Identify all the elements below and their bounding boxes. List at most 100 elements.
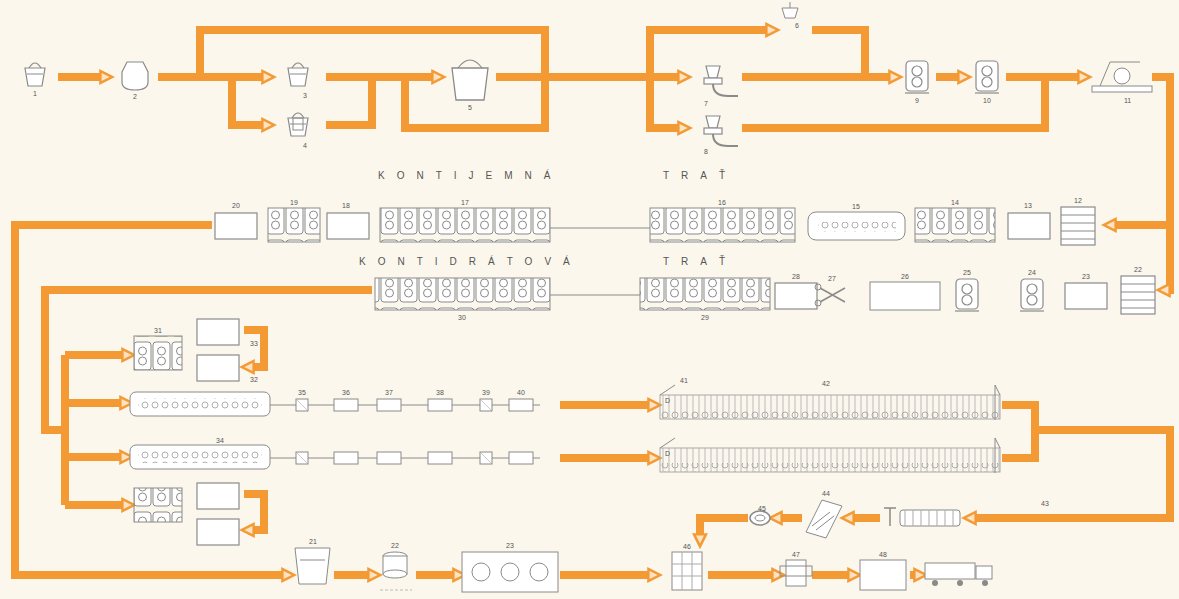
drawing-stroke: [270, 405, 540, 406]
drawing-stroke: [982, 580, 988, 586]
callout-number: 9: [915, 97, 919, 105]
drawing-stroke: [197, 319, 239, 345]
drawing-stroke: [742, 77, 1045, 128]
drawing-stroke: [860, 560, 906, 590]
drawing-stroke: [815, 300, 821, 306]
drawing-stroke: [660, 395, 1000, 419]
callout-number: 29: [701, 314, 709, 322]
drawing-stroke: [158, 73, 266, 81]
drawing-stroke: [200, 30, 545, 77]
drawing-stroke: [672, 552, 702, 590]
drawing-stroke: [957, 580, 963, 586]
callout-number: 8: [704, 148, 708, 156]
drawing-stroke: [1121, 276, 1155, 314]
callout-number: 42: [822, 380, 830, 388]
drawing-stroke: [452, 68, 488, 100]
drawing-stroke: [138, 451, 262, 463]
callout-number: 32: [250, 376, 258, 384]
drawing-stroke: [1002, 405, 1035, 458]
drawing-stroke: [58, 73, 104, 81]
drawing-stroke: [1061, 207, 1095, 245]
callout-number: 17: [461, 199, 469, 207]
drawing-stroke: [25, 63, 45, 86]
drawing-stroke: [296, 399, 308, 411]
drawing-stroke: [650, 77, 682, 128]
drawing-stroke: [383, 570, 407, 578]
drawing-stroke: [786, 560, 806, 586]
drawing-stroke: [334, 571, 372, 579]
drawing-stroke: [130, 445, 270, 469]
callout-number: 38: [436, 389, 444, 397]
callout-number: 36: [342, 389, 350, 397]
drawing-stroke: [650, 208, 795, 242]
drawing-stroke: [704, 66, 738, 96]
drawing-stroke: [560, 401, 652, 409]
drawing-stroke: [134, 336, 182, 370]
drawing-stroke: [915, 208, 995, 242]
drawing-stroke: [820, 288, 845, 302]
callout-number: 25: [963, 269, 971, 277]
drawing-stroke: [808, 212, 905, 240]
drawing-stroke: [905, 61, 929, 93]
drawing-stroke: [975, 61, 999, 93]
callout-number: 10: [983, 97, 991, 105]
callout-number: 3: [303, 92, 307, 100]
line-title: TRAŤ: [663, 170, 737, 182]
drawing-stroke: [197, 519, 239, 545]
drawing-stroke: [496, 73, 682, 81]
callout-number: 5: [468, 104, 472, 112]
drawing-stroke: [775, 283, 817, 309]
drawing-stroke: [560, 571, 652, 579]
drawing-stroke: [972, 430, 1170, 518]
drawing-stroke: [15, 225, 286, 575]
callout-number: 13: [1024, 202, 1032, 210]
drawing-stroke: [900, 510, 960, 526]
drawing-stroke: [138, 398, 262, 410]
callout-number: 28: [792, 273, 800, 281]
callout-number: 47: [792, 551, 800, 559]
line-title: TRAŤ: [663, 256, 737, 268]
drawing-stroke: [197, 355, 239, 381]
drawing-stroke: [327, 213, 369, 239]
callout-number: 16: [718, 199, 726, 207]
drawing-stroke: [377, 452, 401, 464]
callout-number: 22: [1134, 266, 1142, 274]
callout-number: 43: [1041, 500, 1049, 508]
drawing-stroke: [296, 452, 308, 464]
drawing-stroke: [704, 116, 738, 146]
callout-number: 37: [385, 389, 393, 397]
drawing-stroke: [480, 452, 492, 464]
drawing-stroke: [380, 590, 412, 591]
callout-number: 23: [1082, 273, 1090, 281]
drawing-stroke: [65, 351, 126, 359]
drawing-stroke: [778, 514, 802, 522]
drawing-stroke: [215, 213, 257, 239]
callout-number: 41: [680, 377, 688, 385]
drawing-stroke: [806, 500, 842, 538]
drawing-stroke: [130, 392, 270, 416]
drawing-stroke: [700, 518, 748, 538]
drawing-stroke: [293, 118, 303, 130]
callout-number: 4: [303, 142, 307, 150]
callout-number: 2: [133, 93, 137, 101]
drawing-stroke: [65, 399, 124, 407]
drawing-stroke: [1100, 62, 1140, 86]
line-title: KONTIJEMNÁ: [378, 170, 562, 182]
drawing-stroke: [65, 501, 126, 509]
drawing-stroke: [870, 282, 940, 310]
callout-number: 14: [951, 199, 959, 207]
callout-number: 40: [517, 389, 525, 397]
callout-number: 7: [704, 100, 708, 108]
callout-number: 1: [33, 90, 37, 98]
callout-number: 12: [1074, 197, 1082, 205]
drawing-stroke: [428, 399, 452, 411]
drawing-stroke: [480, 399, 492, 411]
callout-number: 39: [482, 389, 490, 397]
drawing-stroke: [660, 463, 1000, 472]
callout-number: 26: [901, 273, 909, 281]
drawing-stroke: [197, 483, 239, 509]
drawing-stroke: [660, 438, 1000, 473]
drawing-stroke: [932, 580, 938, 586]
drawing-stroke: [925, 563, 975, 579]
